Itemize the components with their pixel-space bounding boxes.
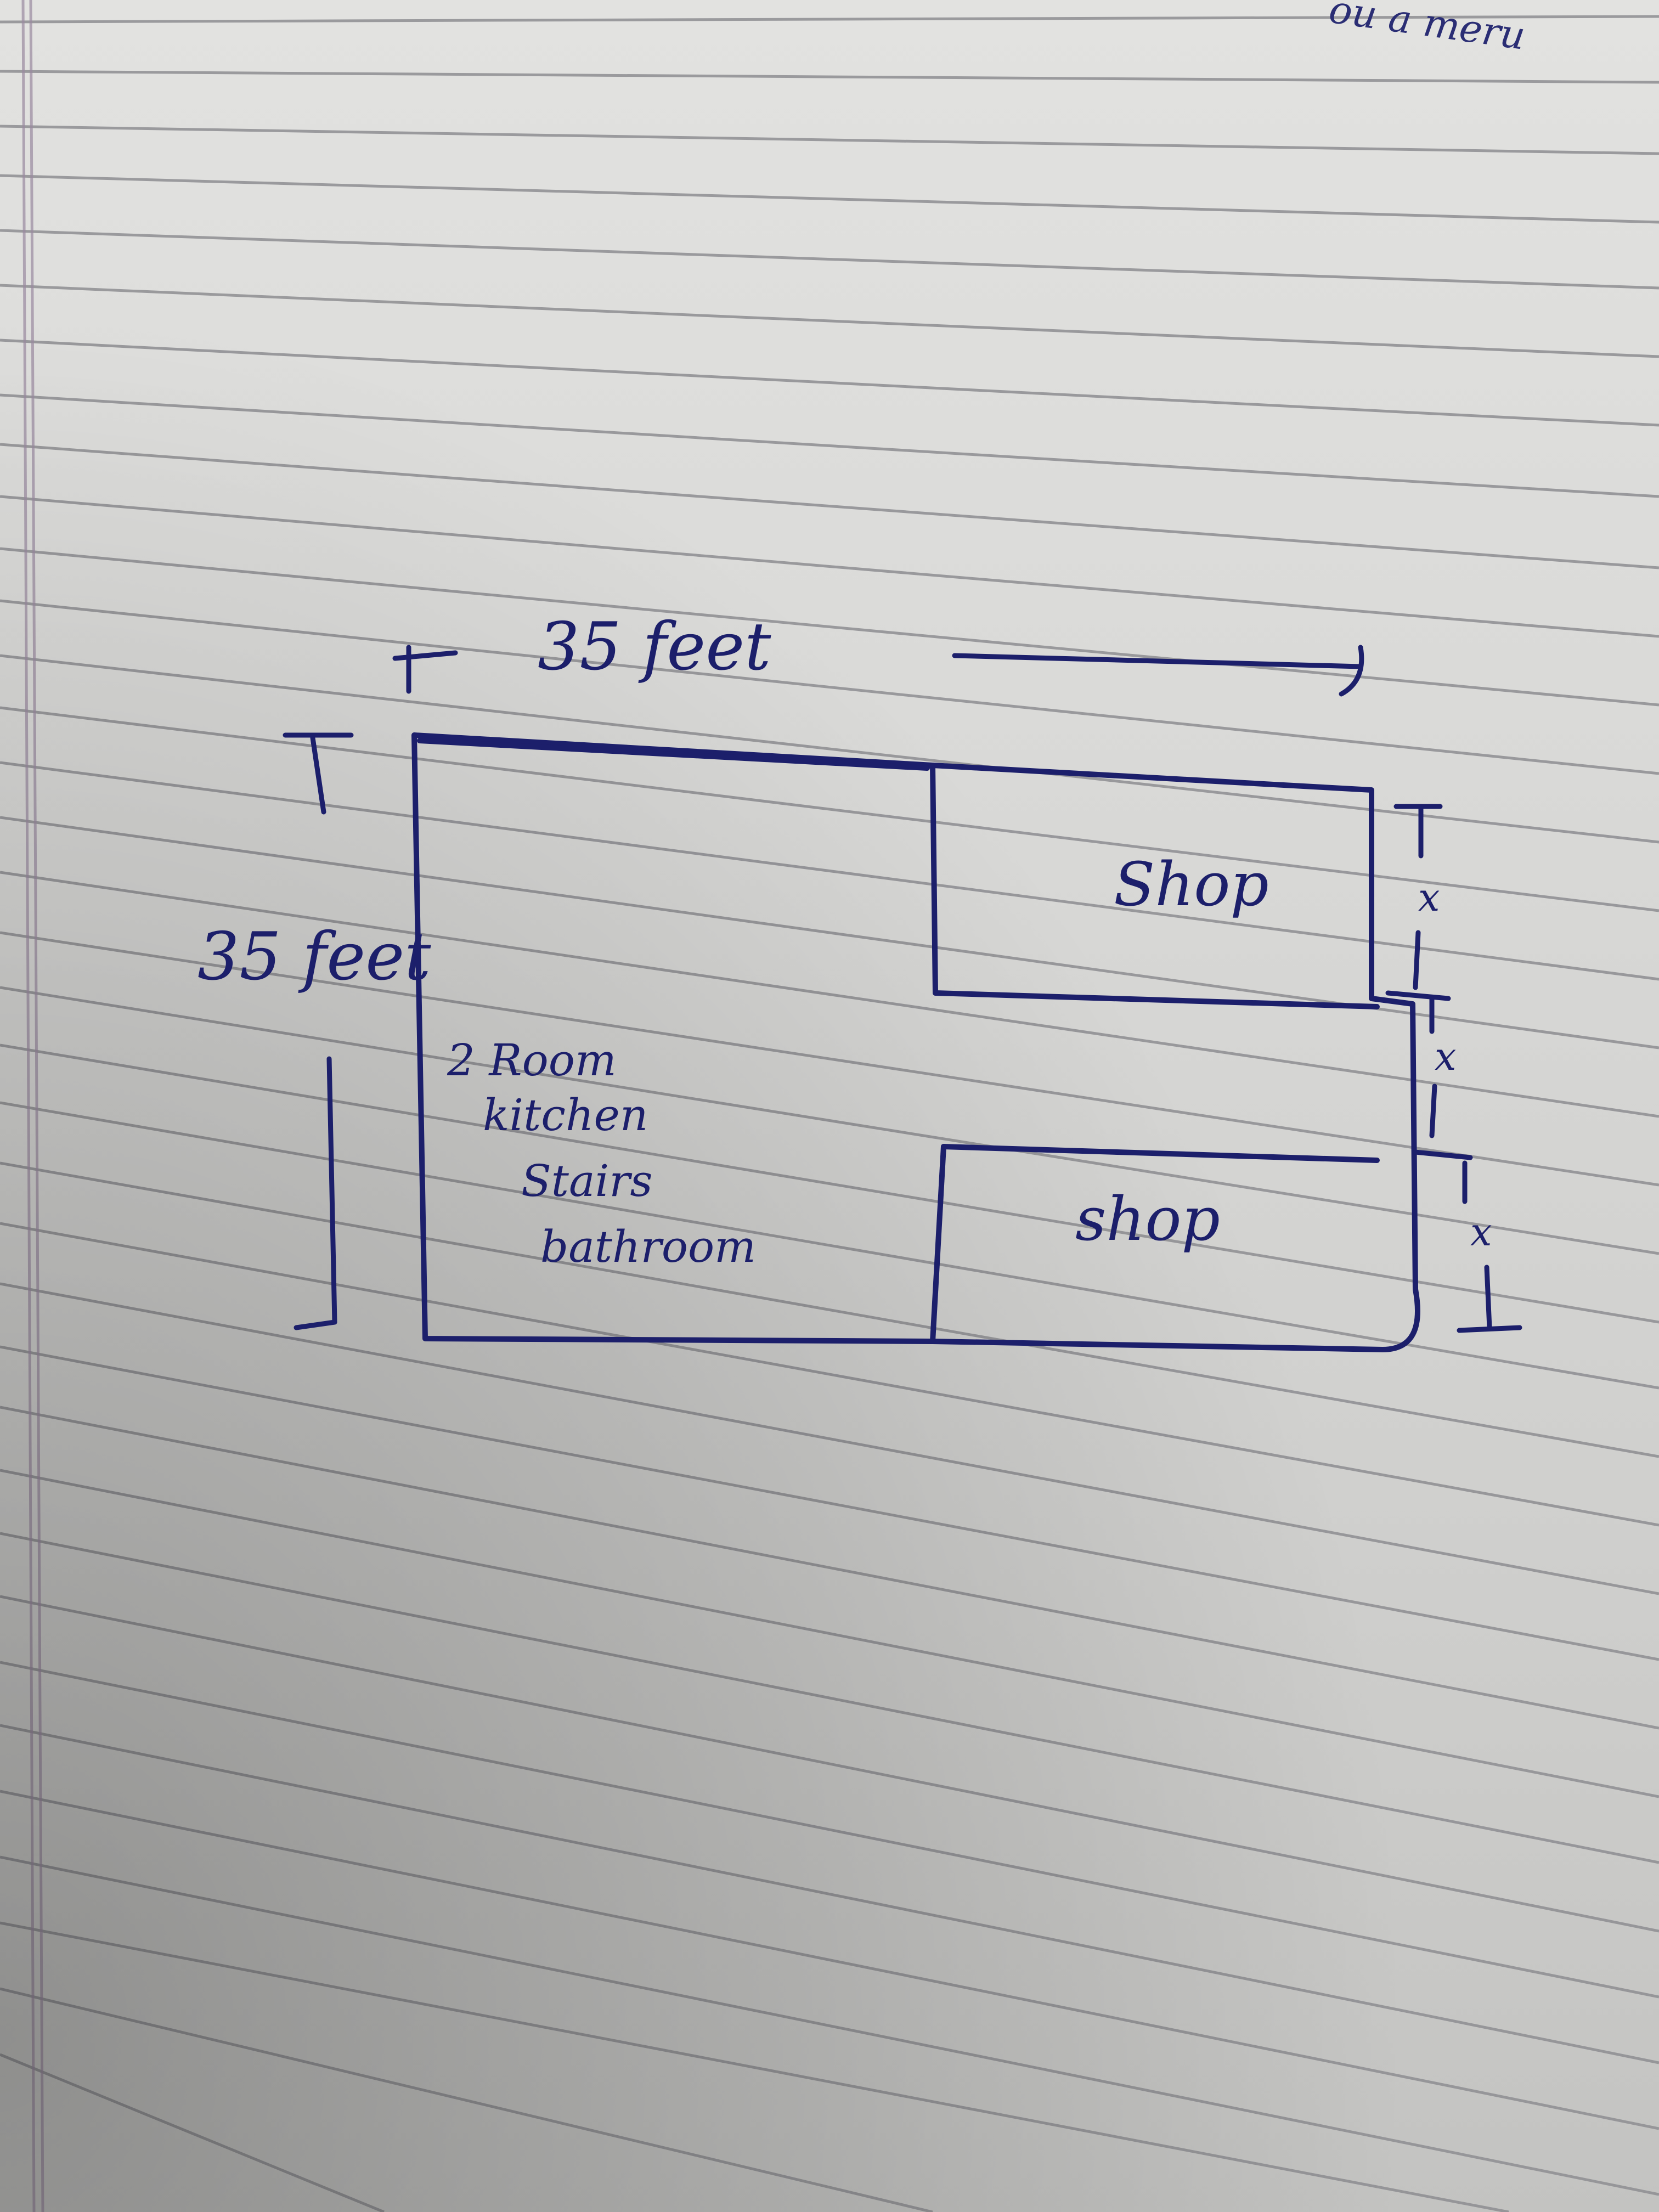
building-outline bbox=[411, 732, 1420, 1352]
corner-note-text: ou a meru bbox=[1327, 0, 1528, 59]
room-label-kitchen: kitchen bbox=[483, 1090, 648, 1141]
shop-partitions bbox=[930, 763, 1380, 1344]
room-label-bathroom: bathroom bbox=[540, 1221, 756, 1272]
residence-area: 2 Room kitchen Stairs bathroom bbox=[447, 1035, 756, 1272]
side-segment-label-3: x bbox=[1470, 1210, 1492, 1255]
corner-note: ou a meru bbox=[1327, 0, 1528, 59]
room-label-rooms: 2 Room bbox=[447, 1035, 617, 1086]
side-segment-label-1: x bbox=[1418, 875, 1440, 920]
shop-lower-label: shop bbox=[1075, 1184, 1220, 1254]
width-dimension bbox=[392, 645, 1364, 697]
shop-upper: Shop bbox=[1114, 849, 1269, 919]
room-label-stairs: Stairs bbox=[521, 1155, 653, 1206]
height-dimension-label: 35 feet bbox=[198, 919, 431, 995]
width-dimension-label: 35 feet bbox=[538, 609, 771, 685]
side-segment-label-2: x bbox=[1435, 1034, 1456, 1079]
shop-upper-label: Shop bbox=[1114, 849, 1269, 919]
side-dimension-ticks bbox=[1385, 804, 1522, 1333]
shop-lower: shop bbox=[1075, 1184, 1220, 1254]
height-dimension bbox=[283, 732, 354, 1330]
